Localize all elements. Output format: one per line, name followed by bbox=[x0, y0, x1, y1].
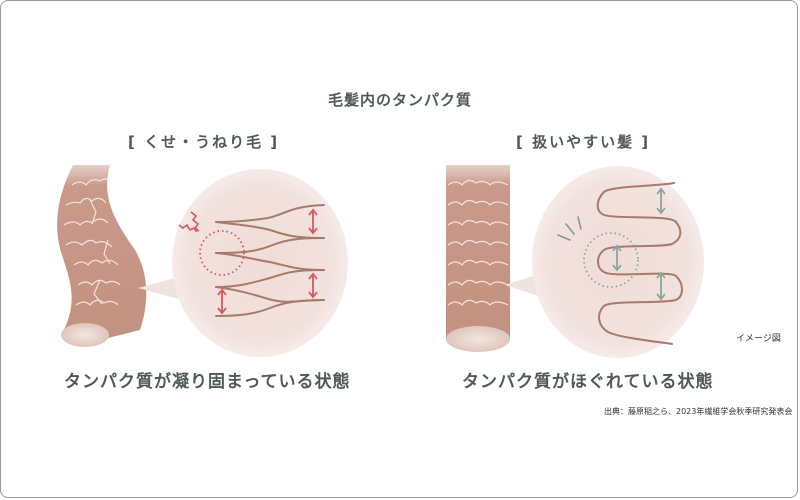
relaxed-protein-line bbox=[596, 182, 683, 345]
protein-bubble-curly bbox=[172, 169, 348, 357]
speech-tail-left bbox=[138, 276, 182, 300]
protein-bubble-manageable bbox=[532, 166, 704, 358]
dotted-focus-circle-red bbox=[199, 230, 245, 276]
dotted-focus-circle-green bbox=[583, 232, 639, 288]
source-citation: 出典：藤原稲之ら、2023年繊維学会秋季研究発表会 bbox=[604, 407, 793, 416]
straight-hair-strand bbox=[446, 165, 510, 352]
image-note: イメージ図 bbox=[736, 334, 781, 344]
relief-lines-icon bbox=[557, 216, 582, 241]
compression-arrows bbox=[217, 208, 318, 315]
diagram-title: 毛髪内のタンパク質 bbox=[327, 91, 472, 109]
panel-label-curly: [ くせ・うねり毛 ] bbox=[128, 133, 280, 151]
curly-hair-strand bbox=[57, 165, 147, 347]
panel-label-manageable: [ 扱いやすい髪 ] bbox=[516, 133, 651, 151]
caption-curly: タンパク質が凝り固まっている状態 bbox=[64, 372, 351, 392]
caption-manageable: タンパク質がほぐれている状態 bbox=[462, 372, 714, 392]
stress-zigzag-icon bbox=[178, 211, 200, 233]
relaxed-arrows bbox=[612, 187, 666, 301]
tangled-protein-lines bbox=[215, 204, 325, 317]
